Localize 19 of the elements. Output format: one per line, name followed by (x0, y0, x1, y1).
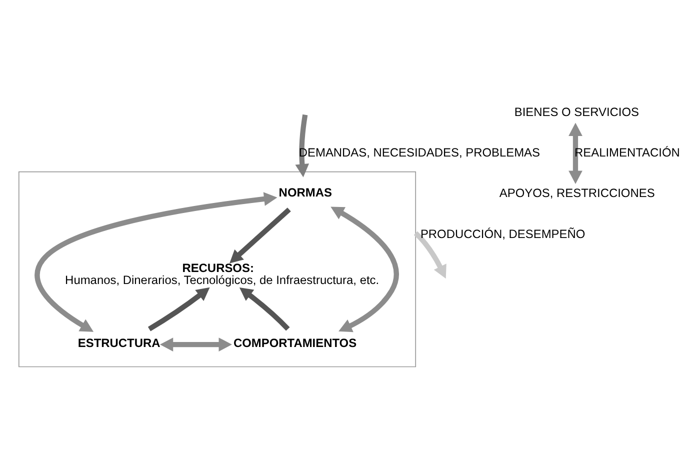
arrow (414, 231, 446, 279)
arrow (568, 122, 582, 184)
arrow (34, 192, 278, 332)
arrow (160, 338, 232, 352)
node-text: NORMAS (278, 185, 332, 200)
arrow (330, 206, 399, 332)
arrow (239, 287, 290, 331)
node-text: APOYOS, RESTRICCIONES (499, 186, 655, 200)
edge-label: PRODUCCIÓN, DESEMPEÑO (420, 226, 586, 241)
arrow (148, 287, 210, 332)
node-text: COMPORTAMIENTOS (233, 336, 357, 350)
arrow (230, 208, 291, 264)
node-text: BIENES O SERVICIOS (514, 104, 640, 119)
cluster (18, 171, 416, 368)
node-text: RECURSOS: Humanos, Dinerarios, Tecnológicos, de Infraestructura, etc. (65, 261, 380, 287)
edge-label: REALIMENTACIÓN (574, 146, 680, 160)
node-text: ESTRUCTURA (78, 336, 160, 350)
arrow (295, 114, 310, 178)
edge-label: DEMANDAS, NECESIDADES, PROBLEMAS (298, 146, 540, 160)
